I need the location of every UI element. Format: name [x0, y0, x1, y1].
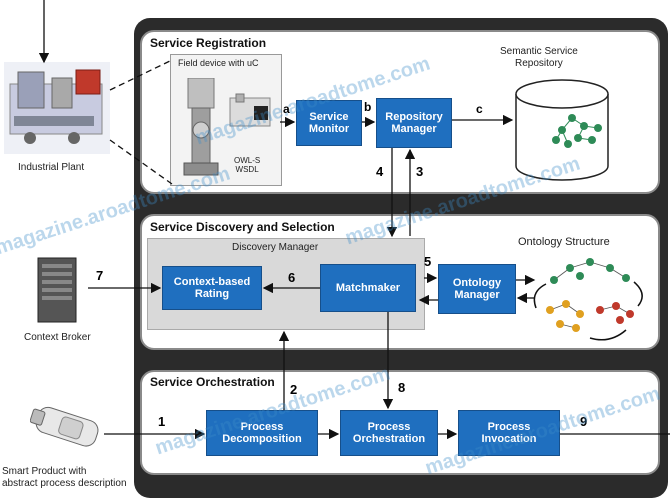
- orchestration-title: Service Orchestration: [150, 375, 275, 389]
- owl-wsdl-label: OWL-S WSDL: [234, 156, 261, 174]
- plant-device-dash-bottom: [109, 139, 173, 185]
- label-8: 8: [398, 380, 406, 395]
- matchmaker-box: Matchmaker: [320, 264, 416, 312]
- smart-product-icon: [29, 400, 106, 454]
- semantic-repo-label: Semantic Service Repository: [500, 46, 578, 69]
- field-device-image: [180, 77, 222, 178]
- label-4: 4: [376, 164, 384, 179]
- industrial-plant-label: Industrial Plant: [18, 162, 85, 173]
- label-3: 3: [416, 164, 424, 179]
- label-7: 7: [96, 268, 104, 283]
- process-invocation-box: Process Invocation: [458, 410, 560, 456]
- ontology-graph: [530, 254, 656, 344]
- label-6: 6: [288, 270, 296, 285]
- process-orchestration-box: Process Orchestration: [340, 410, 438, 456]
- discovery-manager-label: Discovery Manager: [232, 242, 319, 253]
- registration-title: Service Registration: [150, 36, 267, 50]
- ontology-manager-box: Ontology Manager: [438, 264, 516, 314]
- label-a: a: [283, 102, 290, 116]
- plant-device-dash-top: [109, 59, 173, 91]
- ontology-structure-label: Ontology Structure: [518, 236, 610, 248]
- label-c: c: [476, 102, 483, 116]
- service-monitor-box: Service Monitor: [296, 100, 362, 146]
- label-9: 9: [580, 414, 588, 429]
- label-2: 2: [290, 382, 298, 397]
- industrial-plant-image: [4, 62, 110, 154]
- context-broker-label: Context Broker: [24, 332, 91, 343]
- label-b: b: [364, 100, 372, 114]
- context-rating-box: Context-based Rating: [162, 266, 262, 310]
- repository-database: [512, 78, 612, 184]
- label-5: 5: [424, 254, 432, 269]
- process-decomposition-box: Process Decomposition: [206, 410, 318, 456]
- field-device-label: Field device with uC: [178, 58, 259, 68]
- repository-manager-box: Repository Manager: [376, 98, 452, 148]
- server-icon: [34, 256, 80, 326]
- microcontroller-image: [228, 90, 274, 130]
- discovery-title: Service Discovery and Selection: [150, 220, 335, 234]
- label-1: 1: [158, 414, 166, 429]
- smart-product-label: Smart Product with abstract process desc…: [2, 466, 127, 489]
